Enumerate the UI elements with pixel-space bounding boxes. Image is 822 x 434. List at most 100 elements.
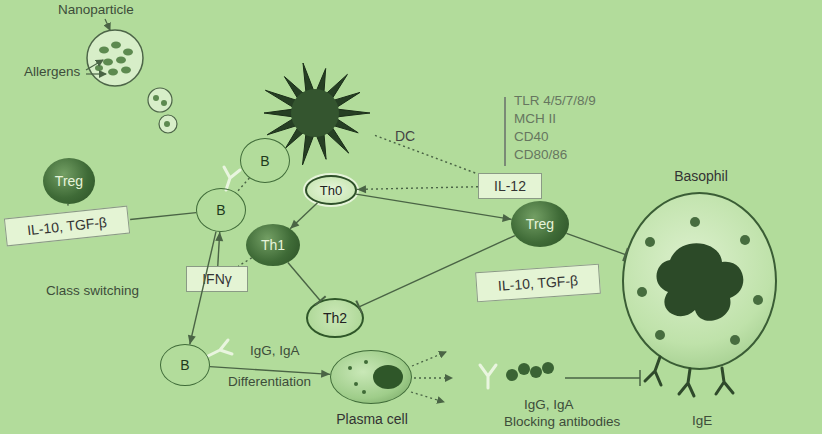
annotation-label: Differentiation [228,374,311,389]
node-label: IL-10, TGF-β [497,272,578,294]
arrow-head [215,232,223,241]
cytokine-box: IL-10, TGF-β [4,206,130,247]
node-label: B [260,153,269,169]
node-label: IL-12 [494,178,526,194]
nanoparticle-drawing [86,19,177,133]
b-cell: B [196,188,246,232]
illustration-part [224,167,240,190]
illustration-part [123,49,133,56]
connector [238,258,251,266]
node-label: IL-10, TGF-β [26,214,107,238]
illustration-part [753,295,763,305]
node-label: B [180,357,189,373]
treg-cell: Treg [511,201,569,247]
illustration-part [730,335,740,345]
illustration-part [716,368,733,394]
annotation-label: Blocking antibodies [504,414,620,429]
node-label: Th2 [323,310,347,326]
arrow-head [321,370,330,378]
blocking-antibodies [480,362,640,388]
illustration-part [108,69,118,76]
illustration-part [690,217,700,227]
connector-line [288,263,320,301]
illustration-part [679,369,694,396]
illustration-part [530,366,542,378]
connector-line [375,135,478,174]
illustration-part [95,65,103,71]
illustration-part [99,47,109,54]
secretion-arrows [411,352,452,402]
annotation-label: Allergens [24,64,80,79]
illustration-part [164,121,170,127]
antibody-symbol [208,167,240,356]
annotation-label: Nanoparticle [58,2,134,17]
illustration-part [148,88,172,112]
naive-t-cell: Th0 [305,175,357,205]
illustration-part [637,287,647,297]
arrow-head [290,220,299,229]
illustration-part [506,369,518,381]
connector-line [566,233,625,254]
connector [236,178,249,193]
illustration-part [542,362,554,374]
node-label: Treg [526,216,554,232]
b-cell: B [240,138,290,183]
dendritic-shape [264,63,370,165]
connector-line [210,367,330,375]
illustration-part [159,115,177,133]
illustration-part [411,392,444,402]
annotation-label: IgE [692,413,712,428]
illustration-part [161,100,167,106]
node-label: DC [395,128,415,144]
illustration-part [412,352,446,366]
node-label: B [216,202,225,218]
arrow-head [188,335,196,345]
annotation-label: Class switching [46,283,139,298]
node-label: Treg [55,173,83,189]
annotation-label: CD80/86 [514,147,567,162]
illustration-part [414,377,452,378]
connector-line [67,204,68,206]
illustration-part [111,42,121,49]
annotation-label: MCH II [514,111,556,126]
illustration-part [121,67,131,74]
connector [130,213,196,220]
th1-cell: Th1 [246,224,300,266]
connector [357,185,478,193]
illustration-part [362,390,366,394]
annotation-label: IgG, IgA [250,343,300,358]
cytokine-box: IFNγ [186,266,248,292]
annotation-label: TLR 4/5/7/8/9 [514,93,596,108]
illustration-part [105,19,110,30]
node-label: Th0 [320,183,342,198]
connector-line [357,187,478,190]
illustration-part [208,340,232,356]
illustration-part [348,366,352,370]
annotation-label: CD40 [514,129,549,144]
dendritic-cell: DC [255,58,375,168]
cell-outline [255,58,375,168]
connector-line [238,258,251,266]
illustration-part [87,30,143,86]
cell-core [291,89,339,137]
treg-cell: Treg [43,158,95,204]
illustration-part [86,73,106,74]
arrow-head [357,185,366,193]
connector-line [290,203,317,229]
illustration-part [354,382,358,386]
illustration-part [655,330,665,340]
illustration-part [373,365,403,389]
connector-line [130,213,196,220]
illustration-part [645,237,655,247]
th2-cell: Th2 [306,298,364,338]
cytokine-box: IL-10, TGF-β [475,264,601,303]
connector [67,204,68,206]
b-cell: B [160,344,210,386]
connector [215,232,223,266]
connector-line [236,178,249,193]
illustration-part [645,357,661,385]
illustration-part [103,59,113,66]
